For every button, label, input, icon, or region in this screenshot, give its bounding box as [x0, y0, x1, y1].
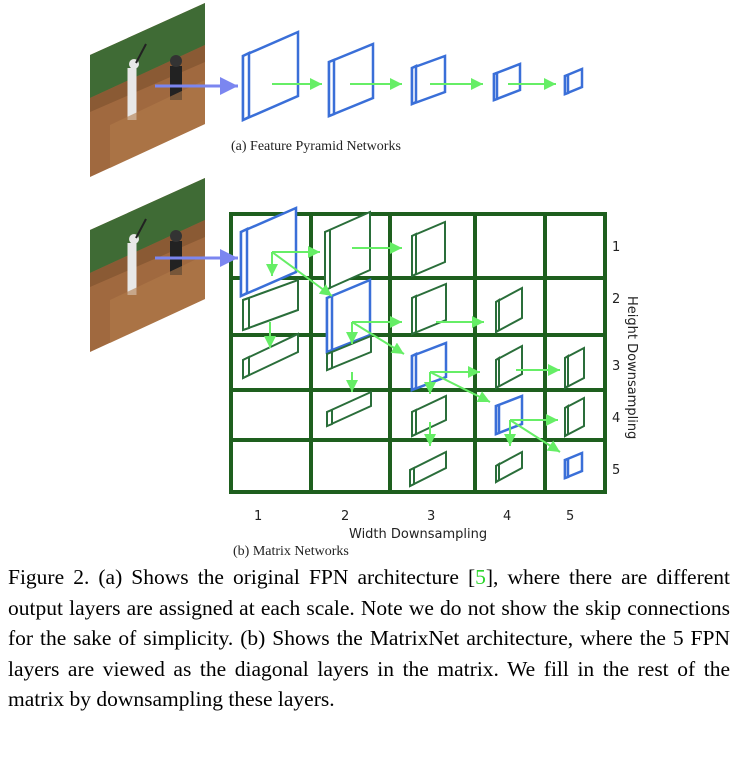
x-tick: 2	[341, 509, 349, 524]
y-tick: 1	[612, 240, 620, 255]
figure-caption: Figure 2. (a) Shows the original FPN arc…	[8, 562, 730, 715]
x-axis-ticks: 1 2 3 4 5	[254, 509, 574, 524]
panel-a: (a) Feature Pyramid Networks	[90, 3, 584, 177]
panel-b: 1 2 3 4 5 1 2 3 4 5 Width Downsampling H…	[90, 178, 639, 559]
matrix-layer-1-3	[411, 220, 446, 278]
fpn-layer-1	[241, 30, 300, 123]
matrix-layer-4-2	[326, 390, 372, 428]
fpn-layer-4	[492, 62, 522, 102]
y-axis-title: Height Downsampling	[624, 296, 639, 439]
matrix-arrows	[264, 242, 561, 453]
matrix-layer-1-2	[324, 210, 371, 292]
fpn-layer-3	[410, 54, 447, 107]
x-tick: 1	[254, 509, 262, 524]
matrix-layer-5-4	[495, 450, 523, 484]
matrix-layer-3-4	[495, 344, 523, 390]
matrix-layer-2-2	[325, 278, 372, 354]
y-axis-ticks: 1 2 3 4 5	[612, 240, 620, 478]
y-tick: 3	[612, 359, 620, 374]
input-image-a	[90, 3, 205, 177]
panel-a-label: (a) Feature Pyramid Networks	[231, 139, 401, 154]
citation-link[interactable]: 5	[475, 565, 486, 589]
x-tick: 5	[566, 509, 574, 524]
x-axis-title: Width Downsampling	[349, 527, 487, 542]
y-tick: 2	[612, 292, 620, 307]
matrix-layer-3-3	[410, 341, 448, 393]
x-tick: 4	[503, 509, 511, 524]
caption-text-end: ], where there are different output laye…	[8, 565, 730, 711]
x-tick: 3	[427, 509, 435, 524]
matrix-layer-1-1	[239, 206, 298, 299]
panel-b-label: (b) Matrix Networks	[233, 544, 349, 559]
matrix-layer-3-5	[564, 346, 585, 390]
matrix-layer-5-3	[409, 450, 447, 488]
figure-2: (a) Feature Pyramid Networks	[90, 3, 639, 559]
matrix-layer-2-1	[242, 278, 299, 332]
y-tick: 5	[612, 463, 620, 478]
matrix-layer-3-1	[242, 332, 299, 380]
matrix-layer-2-3	[411, 282, 447, 336]
matrix-layer-2-4	[495, 286, 523, 334]
fpn-layer-5	[563, 67, 584, 96]
matrix-layer-4-3	[411, 394, 447, 438]
fpn-layer-2	[327, 42, 375, 118]
matrix-layer-4-5	[564, 396, 585, 438]
y-tick: 4	[612, 411, 620, 426]
caption-text-start: Figure 2. (a) Shows the original FPN arc…	[8, 565, 476, 589]
matrix-layer-5-5	[563, 451, 584, 480]
input-image-b	[90, 178, 205, 352]
